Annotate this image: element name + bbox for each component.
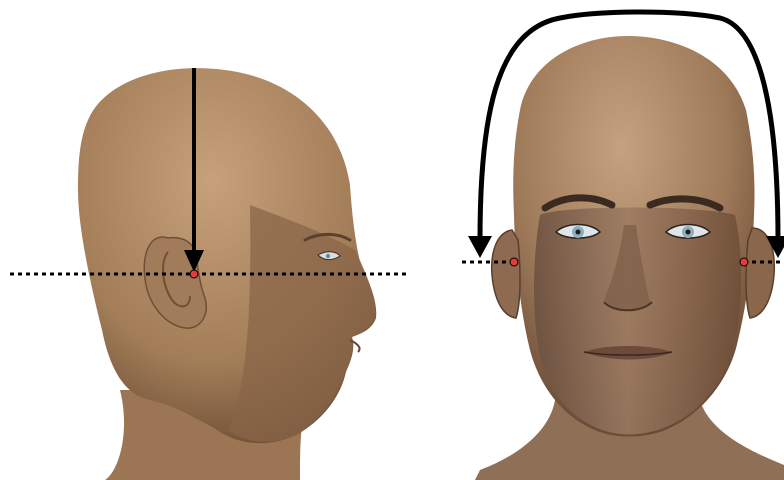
front-left-arrow-head-icon <box>468 236 492 258</box>
side-profile-figure <box>10 68 408 480</box>
side-ear-point-marker <box>190 270 198 278</box>
front-left-ear <box>492 230 520 318</box>
front-view-figure <box>462 12 784 480</box>
front-left-ear-point-marker <box>510 258 518 266</box>
front-right-ear-point-marker <box>740 258 748 266</box>
